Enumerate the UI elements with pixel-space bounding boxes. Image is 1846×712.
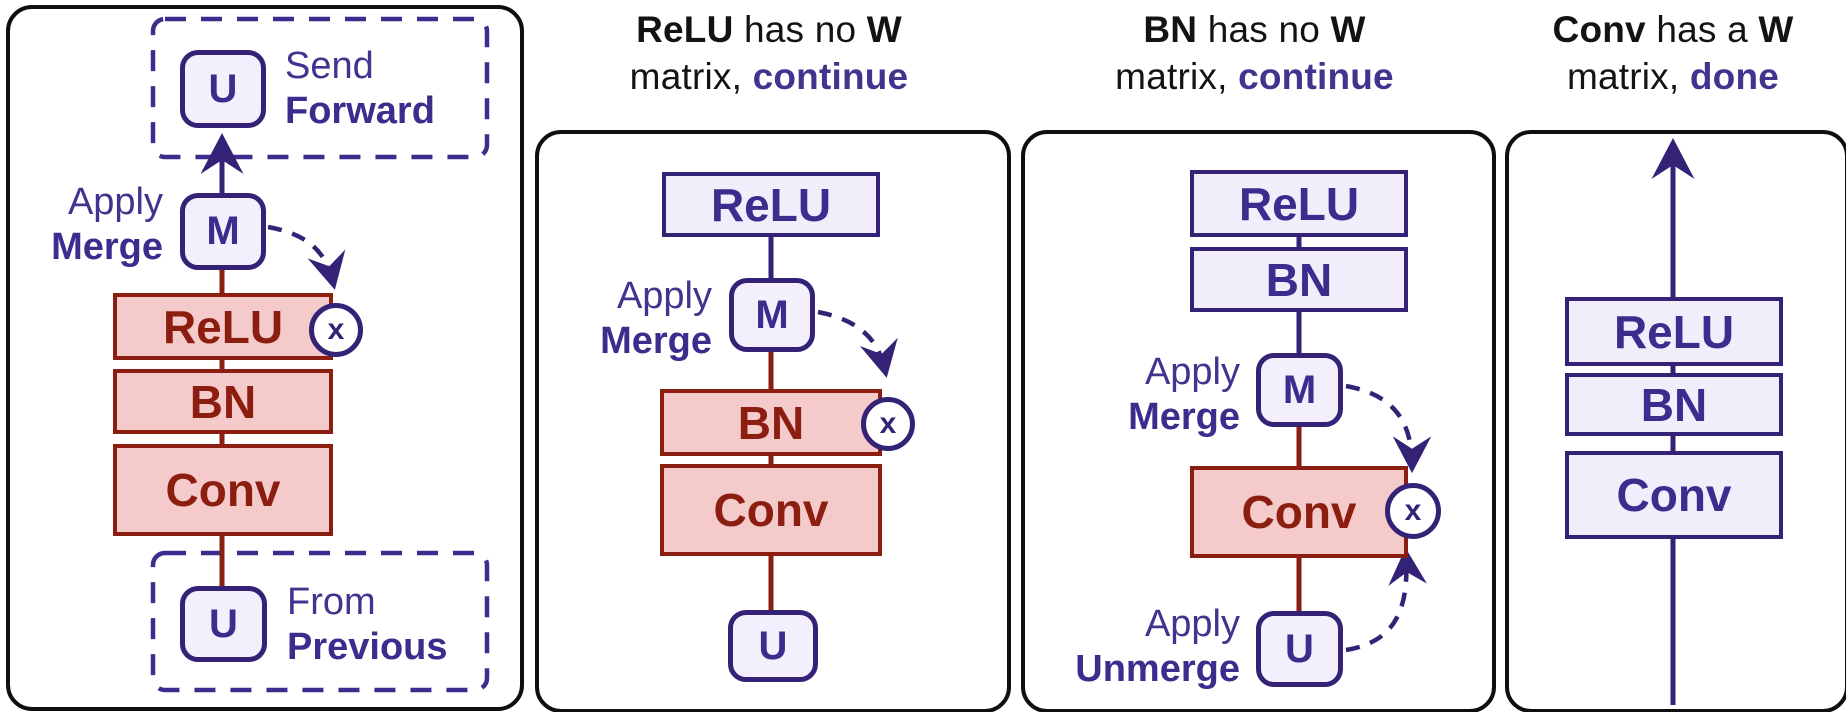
p2-dashed-arrow-m-to-x [817,309,898,378]
p3-title: BN has no W matrix, continue [1021,6,1488,100]
send-forward-dashed-box [150,16,490,160]
p3-apply-unmerge-label: Apply Unmerge [1040,602,1240,692]
p2-relu-label: ReLU [710,178,832,231]
p4-title-plain2: matrix, [1566,56,1680,97]
p3-conv-label: Conv [1241,486,1357,538]
p2-title: ReLU has no W matrix, continue [535,6,1003,100]
p3-conv-block: Conv [1190,466,1408,558]
p1-conv-label: Conv [165,464,281,516]
p3-title-bold2: W [1330,9,1366,50]
p2-bn-label: BN [737,396,805,449]
merge-text: Merge [51,226,163,268]
panel-3-border [1021,130,1496,712]
apply-text: Apply [1144,351,1240,393]
apply-text: Apply [616,275,712,317]
p4-bn-label: BN [1640,378,1708,431]
p3-merge-node: M [1256,353,1343,427]
merge-text: Merge [1128,396,1240,438]
p3-dashed-arrow-u-to-x [1345,547,1427,653]
p4-title-bold2: W [1758,9,1794,50]
p3-m-label: M [1282,367,1317,412]
p2-m-label: M [755,292,789,337]
p2-multiply-circle: x [861,397,915,451]
p2-title-bold2: W [866,9,902,50]
p1-unmerge-node-top: U [180,50,266,128]
p2-conv-block: Conv [660,464,882,556]
p3-apply-merge-label: Apply Merge [1060,350,1240,440]
p1-u-bottom-label: U [209,601,238,646]
p2-title-accent: continue [752,56,909,97]
p4-title-mid: has a [1656,9,1748,50]
p4-title-accent: done [1689,56,1780,97]
p1-bn-block: BN [113,369,333,434]
p3-bn-block: BN [1190,247,1408,312]
p3-title-bold1: BN [1143,9,1198,50]
p1-merge-node: M [180,193,266,270]
p1-m-label: M [206,209,240,253]
p1-bn-label: BN [189,375,257,428]
p4-relu-block: ReLU [1565,297,1783,366]
p3-dashed-arrow-m-to-x [1345,383,1432,474]
panel-1-border [6,5,524,711]
p3-x-label: x [1404,494,1422,527]
p2-title-mid: has no [744,9,857,50]
from-text: From [287,581,376,623]
p4-title: Conv has a W matrix, done [1505,6,1841,100]
p2-unmerge-node: U [728,610,818,682]
p3-bn-label: BN [1265,253,1333,306]
p4-relu-label: ReLU [1613,305,1735,358]
p2-conv-label: Conv [713,484,829,536]
p3-title-plain2: matrix, [1115,56,1228,97]
p4-title-bold1: Conv [1552,9,1646,50]
p4-conv-label: Conv [1616,469,1732,521]
p1-conv-block: Conv [113,444,333,536]
p1-unmerge-node-bottom: U [180,586,267,662]
send-text: Send [285,45,374,87]
p1-multiply-circle: x [309,303,363,357]
p3-relu-block: ReLU [1190,170,1408,237]
previous-text: Previous [287,626,448,668]
forward-text: Forward [285,90,435,132]
panel-2-border [535,130,1011,712]
p2-relu-block: ReLU [662,172,880,237]
p3-title-accent: continue [1238,56,1394,97]
p1-send-forward-label: Send Forward [285,44,435,134]
p2-merge-node: M [729,278,815,352]
p4-bn-block: BN [1565,373,1783,436]
p3-u-label: U [1285,626,1314,671]
apply-text: Apply [67,181,163,223]
p1-from-previous-label: From Previous [287,580,448,670]
p1-x-label: x [327,313,345,346]
p1-apply-merge-label: Apply Merge [0,180,163,270]
p2-title-plain2: matrix, [629,56,743,97]
from-previous-dashed-box [150,550,490,693]
p2-bn-block: BN [660,389,882,456]
p3-title-mid: has no [1207,9,1320,50]
p2-apply-merge-label: Apply Merge [545,274,712,364]
apply-text: Apply [1144,603,1240,645]
p2-x-label: x [879,407,897,440]
p4-conv-block: Conv [1565,451,1783,539]
unmerge-text: Unmerge [1075,648,1240,690]
p1-dashed-arrow-m-to-x [267,224,346,290]
p3-unmerge-node: U [1256,611,1343,687]
p1-relu-label: ReLU [162,300,284,353]
p2-title-bold1: ReLU [636,9,734,50]
p2-u-label: U [758,623,788,668]
merge-text: Merge [600,320,712,362]
p3-relu-label: ReLU [1238,177,1360,230]
p1-relu-block: ReLU [113,293,333,360]
p3-multiply-circle: x [1385,483,1441,539]
p1-u-top-label: U [208,66,238,111]
